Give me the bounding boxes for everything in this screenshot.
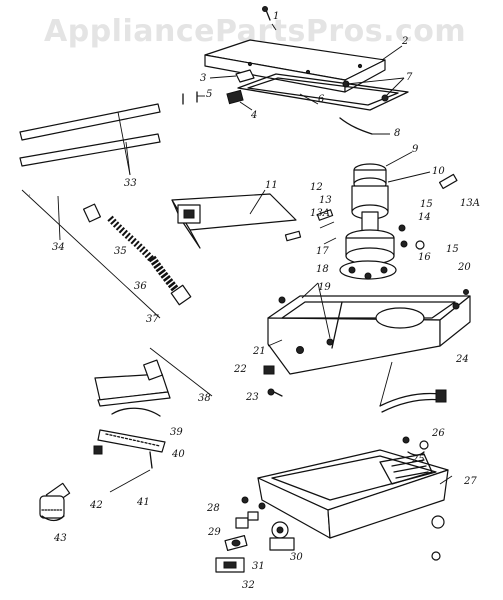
part-label: 15 — [446, 244, 459, 255]
part-label: 11 — [265, 180, 278, 191]
part-label: 19 — [318, 282, 331, 293]
part-label: 34 — [52, 242, 65, 253]
part-label: 13A — [460, 198, 480, 209]
motor-assembly — [339, 163, 397, 280]
part-label: 9 — [412, 144, 419, 155]
part-label: 18 — [316, 264, 329, 275]
power-cord — [379, 389, 447, 413]
part-label: 23 — [245, 392, 259, 403]
hose-assembly — [29, 191, 192, 306]
small-motor-parts — [284, 173, 458, 250]
part-label: 43 — [53, 533, 67, 544]
part-label: 15 — [420, 199, 433, 210]
switch-parts — [215, 534, 248, 573]
part-labels: 1 2 3 4 5 6 7 8 9 10 11 12 13 13A 13A 14… — [52, 11, 480, 591]
part-label: 16 — [418, 252, 431, 263]
part-label: 41 — [136, 497, 150, 508]
part-label: 32 — [242, 580, 255, 591]
clips — [342, 80, 389, 102]
part-label: 1 — [273, 11, 279, 22]
part-label: 5 — [206, 89, 212, 100]
part-label: 13A — [310, 208, 330, 219]
part-label: 13 — [319, 195, 332, 206]
latch — [235, 69, 255, 83]
part-label: 24 — [455, 354, 469, 365]
part-label: 21 — [252, 346, 266, 357]
extension-wands — [19, 103, 161, 167]
part-label: 26 — [431, 428, 445, 439]
part-label: 29 — [207, 527, 221, 538]
latch-parts — [263, 365, 283, 397]
part-label: 17 — [316, 246, 329, 257]
part-label: 22 — [233, 364, 247, 375]
part-label: 38 — [198, 393, 211, 404]
floor-tool — [93, 359, 171, 469]
gasket-frame — [237, 73, 409, 111]
part-label: 6 — [318, 94, 325, 105]
part-label: 31 — [252, 561, 265, 572]
part-label: 10 — [432, 166, 445, 177]
part-label: 36 — [134, 281, 147, 292]
part-label: 33 — [124, 178, 137, 189]
part-label: 42 — [89, 500, 103, 511]
part-label: 2 — [401, 36, 408, 47]
part-label: 28 — [206, 503, 220, 514]
wire — [339, 117, 373, 135]
part-label: 27 — [463, 476, 477, 487]
part-label: 30 — [290, 552, 303, 563]
part-label: 8 — [394, 128, 400, 139]
dusting-brush — [39, 482, 71, 522]
part-label: 14 — [418, 212, 431, 223]
clip — [226, 89, 244, 105]
callout-lines — [21, 23, 453, 493]
pins — [182, 91, 198, 105]
part-label: 4 — [250, 110, 257, 121]
part-label: 39 — [170, 427, 183, 438]
filter-bag — [171, 193, 297, 249]
part-label: 20 — [457, 262, 471, 273]
caster-parts — [235, 496, 266, 529]
part-label: 3 — [200, 73, 206, 84]
screw — [262, 6, 271, 21]
part-label: 7 — [406, 72, 413, 83]
part-label: 37 — [146, 314, 159, 325]
part-label: 25 — [411, 454, 425, 465]
part-label: 40 — [171, 449, 185, 460]
part-label: 12 — [310, 182, 323, 193]
motor-housing — [267, 289, 471, 375]
top-cover — [204, 39, 386, 93]
tank-base — [257, 436, 449, 561]
part-label: 35 — [114, 246, 127, 257]
